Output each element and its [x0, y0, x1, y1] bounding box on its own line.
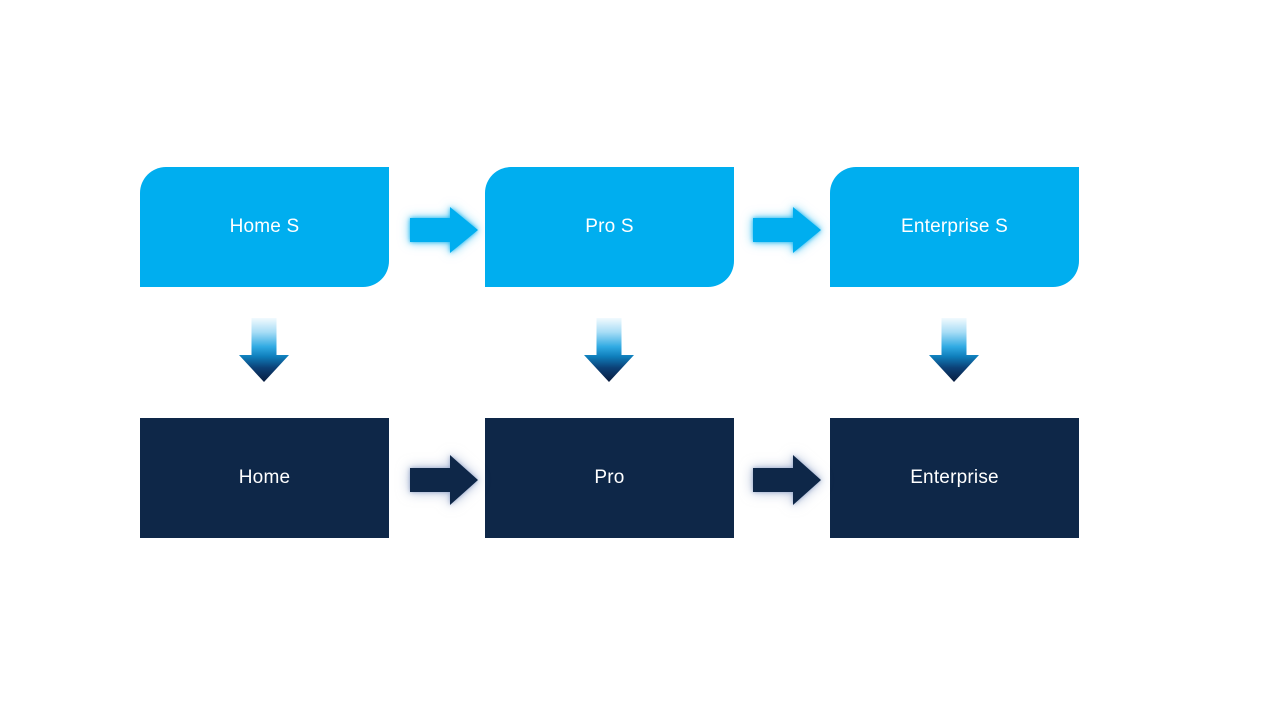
right-arrow-icon [753, 455, 821, 505]
down-arrow-icon [239, 318, 289, 382]
node-pro: Pro [485, 418, 734, 538]
node-pro-s: Pro S [485, 167, 734, 287]
right-arrow-icon [410, 207, 478, 253]
node-home: Home [140, 418, 389, 538]
node-home-s: Home S [140, 167, 389, 287]
node-label-pro-s: Pro S [585, 215, 634, 237]
node-label-enterprise-s: Enterprise S [901, 215, 1008, 237]
right-arrow-icon [410, 455, 478, 505]
node-label-home: Home [238, 466, 291, 488]
right-arrow-icon [753, 207, 821, 253]
down-arrow-icon [584, 318, 634, 382]
down-arrow-icon [929, 318, 979, 382]
node-label-pro: Pro [594, 466, 625, 488]
node-label-home-s: Home S [229, 215, 300, 237]
node-enterprise-s: Enterprise S [830, 167, 1079, 287]
node-label-enterprise: Enterprise [910, 466, 999, 488]
node-enterprise: Enterprise [830, 418, 1079, 538]
